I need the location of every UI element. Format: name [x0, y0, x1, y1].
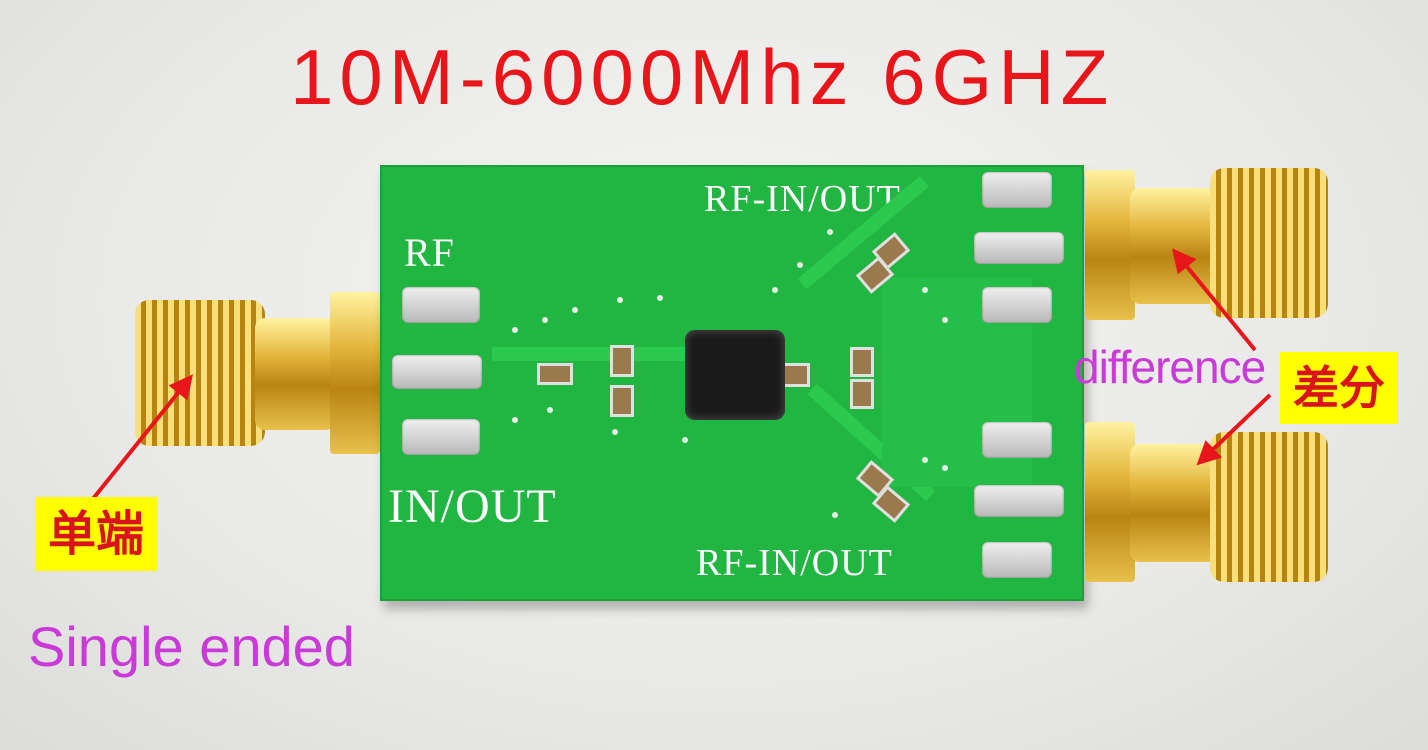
input-trace	[492, 347, 692, 361]
silk-in-out-label: IN/OUT	[388, 480, 557, 533]
balun-transformer	[685, 330, 785, 420]
difference-en-label: difference	[1074, 341, 1266, 393]
arrow-diff-bottom	[1196, 393, 1272, 466]
silk-rf-label: RF	[404, 230, 455, 275]
difference-cn-label: 差分	[1280, 352, 1398, 424]
single-ended-cn-label: 单端	[35, 497, 157, 571]
arrow-single-ended	[90, 374, 194, 502]
silk-rf-in-out-top-label: RF-IN/OUT	[704, 178, 901, 220]
product-title: 10M-6000Mhz 6GHZ	[290, 33, 1115, 121]
arrow-diff-top	[1171, 248, 1257, 352]
single-ended-en-label: Single ended	[28, 615, 355, 678]
silk-rf-in-out-bottom-label: RF-IN/OUT	[696, 542, 893, 584]
